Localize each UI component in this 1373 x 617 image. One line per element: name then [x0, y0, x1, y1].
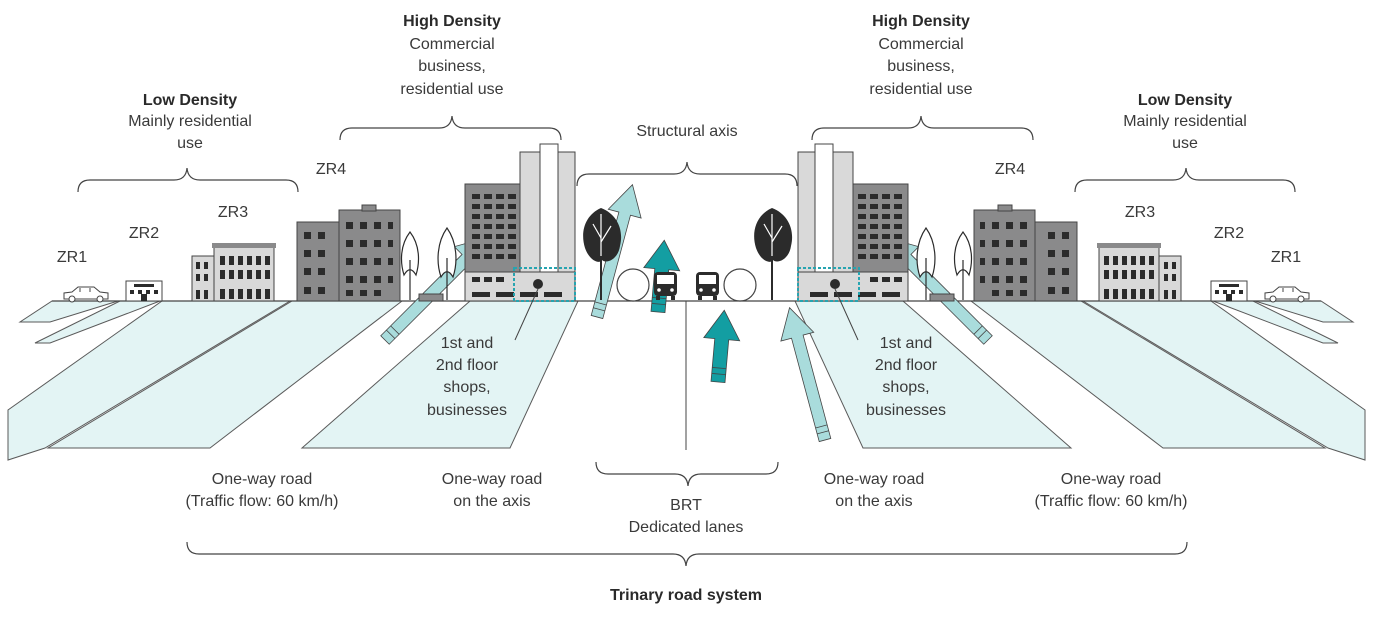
- brt-label: Dedicated lanes: [629, 519, 744, 536]
- left-high-title: High Density: [403, 13, 501, 30]
- oneway-road-left: One-way road: [212, 471, 313, 488]
- oneway-axis-left: One-way road: [442, 471, 543, 488]
- brace-trinary: [186, 541, 1188, 567]
- brace-left-high: [339, 115, 562, 141]
- right-high-title: High Density: [872, 13, 970, 30]
- bus-icon: [654, 272, 677, 300]
- office-icon: [973, 204, 1078, 302]
- shop-leader-right: [834, 288, 859, 341]
- bench: [929, 293, 955, 302]
- tree-icon: [437, 226, 457, 300]
- left-low-title: Low Density: [143, 92, 237, 109]
- road-lanes: [7, 300, 1366, 461]
- shops-label-left: shops,: [443, 379, 490, 396]
- brace-structural-axis: [576, 161, 798, 187]
- zone-label-zr3: ZR3: [1125, 204, 1155, 221]
- shops-label-left: 2nd floor: [436, 357, 499, 374]
- tower-icon: [797, 143, 909, 302]
- oneway-axis-right: on the axis: [835, 493, 912, 510]
- right-low-desc: Mainly residential: [1123, 113, 1247, 130]
- shop-highlight-right: [797, 267, 860, 302]
- zone-label-zr2: ZR2: [129, 225, 159, 242]
- trinary-road-title: Trinary road system: [610, 587, 762, 604]
- tree-icon: [916, 226, 936, 300]
- brace-brt: [595, 461, 779, 487]
- shops-label-right: businesses: [866, 402, 946, 419]
- shops-label-right: shops,: [882, 379, 929, 396]
- left-low-desc: use: [177, 135, 203, 152]
- car-icon: [1264, 286, 1310, 303]
- right-high-desc: business,: [887, 58, 955, 75]
- left-low-desc: Mainly residential: [128, 113, 252, 130]
- zone-label-zr2: ZR2: [1214, 225, 1244, 242]
- braces: [77, 115, 1296, 567]
- oneway-road-left: (Traffic flow: 60 km/h): [186, 493, 339, 510]
- oneway-axis-right: One-way road: [824, 471, 925, 488]
- direction-arrow-icon: [703, 309, 741, 384]
- brace-right-low: [1074, 167, 1296, 193]
- zone-label-zr3: ZR3: [218, 204, 248, 221]
- right-high-desc: residential use: [869, 81, 972, 98]
- station-icon: [616, 268, 650, 302]
- station-icon: [723, 268, 757, 302]
- apartment-icon: [191, 243, 276, 302]
- shop-highlight-left: [513, 267, 576, 302]
- left-high-desc: business,: [418, 58, 486, 75]
- zone-label-zr4: ZR4: [316, 161, 346, 178]
- house-icon: [1210, 280, 1248, 302]
- brace-right-high: [811, 115, 1034, 141]
- tree-icon: [953, 231, 973, 300]
- direction-arrow-icon: [780, 306, 832, 443]
- right-low-desc: use: [1172, 135, 1198, 152]
- brt-label: BRT: [670, 497, 702, 514]
- house-icon: [125, 280, 163, 302]
- bus-icon: [696, 272, 719, 300]
- car-icon: [63, 286, 109, 303]
- tower-icon: [464, 143, 576, 302]
- right-low-title: Low Density: [1138, 92, 1232, 109]
- tree-icon: [400, 231, 420, 300]
- text-labels: Low Density Mainly residential use High …: [57, 13, 1301, 604]
- zone-label-zr4: ZR4: [995, 161, 1025, 178]
- shops-label-left: businesses: [427, 402, 507, 419]
- shops-label-right: 1st and: [880, 335, 932, 352]
- shops-label-left: 1st and: [441, 335, 493, 352]
- oneway-road-right: (Traffic flow: 60 km/h): [1035, 493, 1188, 510]
- zone-label-zr1: ZR1: [57, 249, 87, 266]
- apartment-icon: [1097, 243, 1182, 302]
- tree-icon: [754, 208, 793, 300]
- left-high-desc: residential use: [400, 81, 503, 98]
- oneway-axis-left: on the axis: [453, 493, 530, 510]
- tree-icon: [583, 208, 622, 300]
- left-high-desc: Commercial: [409, 36, 494, 53]
- zone-label-zr1: ZR1: [1271, 249, 1301, 266]
- shops-label-right: 2nd floor: [875, 357, 938, 374]
- brace-left-low: [77, 167, 299, 193]
- shop-leader-left: [514, 288, 539, 341]
- office-icon: [296, 204, 401, 302]
- right-high-desc: Commercial: [878, 36, 963, 53]
- oneway-road-right: One-way road: [1061, 471, 1162, 488]
- structural-axis-label: Structural axis: [636, 123, 737, 140]
- bench: [418, 293, 444, 302]
